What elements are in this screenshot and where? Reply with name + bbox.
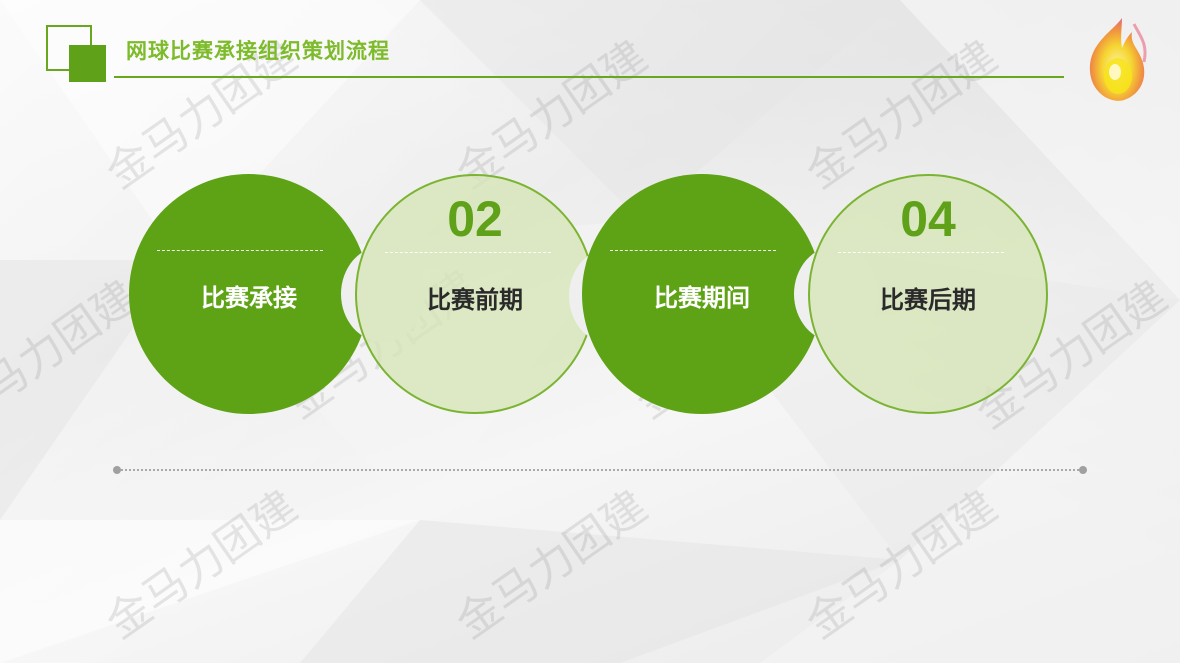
step-divider	[385, 252, 551, 253]
step-label: 比赛承接	[201, 284, 297, 312]
title-divider	[114, 76, 1064, 78]
step-divider	[610, 250, 776, 251]
line-end-dot	[113, 466, 121, 474]
flame-logo-icon	[1089, 18, 1147, 101]
step-label: 比赛后期	[880, 286, 976, 314]
step-circle-3: 比赛期间	[582, 174, 878, 414]
watermark-text: 金马力团建	[0, 271, 147, 439]
square-logo-fill	[69, 45, 106, 82]
step-circle-2: 02 比赛前期	[355, 174, 653, 414]
watermark-text: 金马力团建	[447, 481, 656, 649]
line-end-dot	[1079, 466, 1087, 474]
watermark-text: 金马力团建	[797, 31, 1006, 199]
page-title: 网球比赛承接组织策划流程	[126, 39, 390, 63]
step-circle-1: 比赛承接	[129, 174, 425, 414]
bottom-dotted-line	[118, 469, 1082, 471]
step-number: 02	[447, 191, 503, 247]
watermark-text: 金马力团建	[97, 481, 306, 649]
step-circle-4: 04 比赛后期	[808, 174, 1048, 414]
step-divider	[838, 252, 1004, 253]
step-divider	[157, 250, 323, 251]
watermark-text: 金马力团建	[797, 481, 1006, 649]
step-number: 04	[900, 191, 956, 247]
step-label: 比赛前期	[427, 286, 523, 314]
step-label: 比赛期间	[654, 284, 750, 312]
